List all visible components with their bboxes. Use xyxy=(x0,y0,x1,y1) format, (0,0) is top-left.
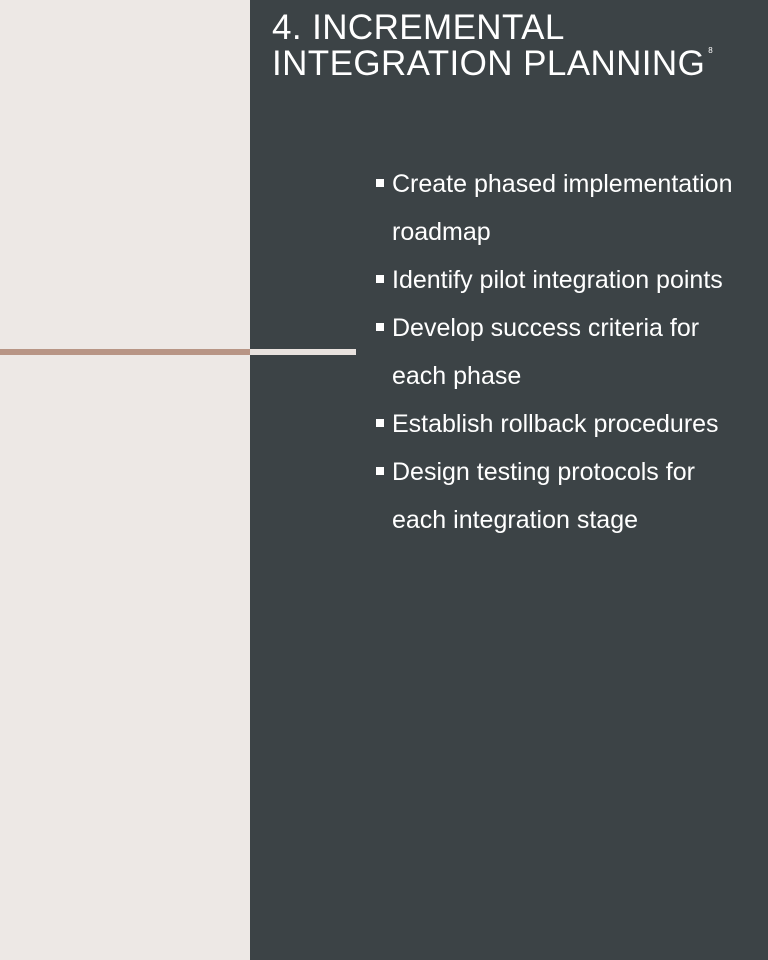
slide-number: 8 xyxy=(708,46,713,55)
bullet-text: Develop success criteria for each phase xyxy=(392,314,700,390)
bullet-item: Design testing protocols for each integr… xyxy=(375,448,735,544)
bullet-item: Develop success criteria for each phase xyxy=(375,304,735,400)
accent-line-left xyxy=(0,349,250,355)
square-bullet-icon xyxy=(376,467,384,475)
bullet-text: Establish rollback procedures xyxy=(392,410,719,438)
bullet-text: Create phased implementation roadmap xyxy=(392,170,733,246)
right-panel xyxy=(250,0,768,960)
bullet-list: Create phased implementation roadmap Ide… xyxy=(375,160,735,544)
accent-line-right xyxy=(250,349,356,355)
square-bullet-icon xyxy=(376,179,384,187)
bullet-item: Identify pilot integration points xyxy=(375,256,735,304)
square-bullet-icon xyxy=(376,323,384,331)
bullet-item: Establish rollback procedures xyxy=(375,400,735,448)
square-bullet-icon xyxy=(376,419,384,427)
bullet-item: Create phased implementation roadmap xyxy=(375,160,735,256)
slide-title-line-2-text: INTEGRATION PLANNING xyxy=(272,44,706,83)
bullet-text: Design testing protocols for each integr… xyxy=(392,458,695,534)
left-panel xyxy=(0,0,250,960)
slide-title-line-1: 4. INCREMENTAL xyxy=(272,8,565,47)
bullet-text: Identify pilot integration points xyxy=(392,266,723,294)
square-bullet-icon xyxy=(376,275,384,283)
